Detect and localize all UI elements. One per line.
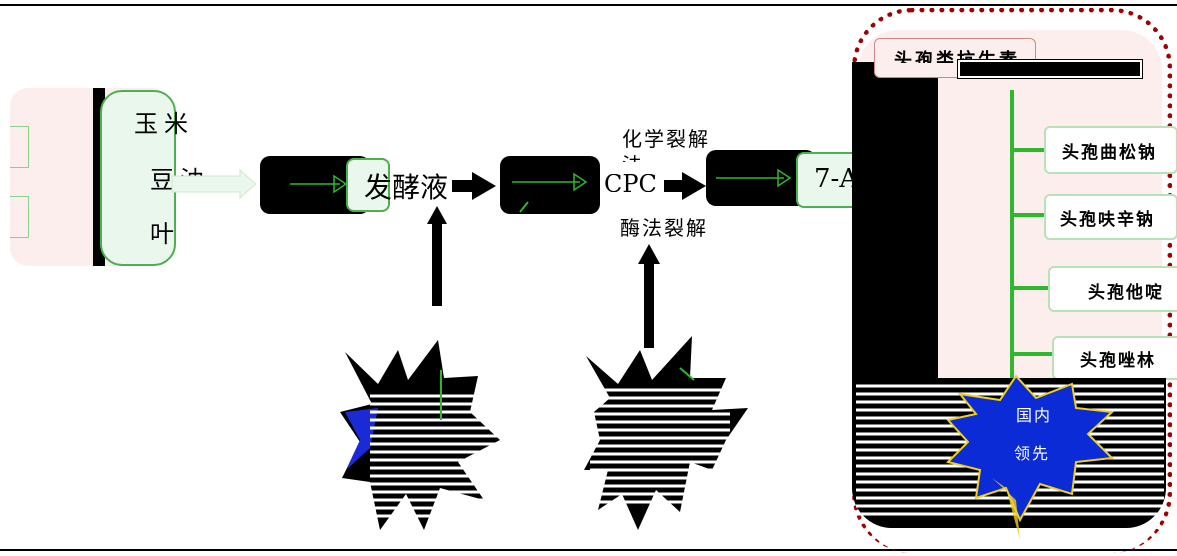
raw-materials-box: [100, 90, 176, 266]
bottom-rule: [0, 549, 1177, 551]
raw-material-leaf: 叶: [150, 220, 174, 248]
tree-trunk: [1010, 90, 1014, 380]
cpc-node: [500, 156, 600, 214]
cpc-label: CPC: [604, 170, 657, 198]
badge-starburst: [946, 374, 1115, 523]
panel-shadow: [852, 62, 938, 378]
top-rule: [0, 4, 1177, 6]
antibiotic-item-2: 头孢呋辛钠: [1060, 210, 1155, 230]
tree-branch-2: [1010, 213, 1046, 217]
tree-branch-4: [1010, 352, 1054, 356]
fermentation-label-box: [346, 158, 390, 212]
tree-branch-1: [1010, 148, 1046, 152]
tree-branch-3: [1010, 286, 1050, 290]
fermentation-label: 发酵液: [364, 171, 449, 204]
panel-title-underline: [957, 59, 1143, 79]
inputs-placeholder-box-1: [10, 126, 29, 168]
enzymatic-split-label: 酶法裂解: [620, 216, 708, 240]
panel-title: 头孢类抗生素: [894, 50, 1020, 71]
antibiotic-item-1: 头孢曲松钠: [1062, 143, 1157, 163]
chemical-split-label: 化学裂解法: [622, 127, 710, 162]
antibiotic-item-3: 头孢他啶: [1088, 283, 1164, 303]
raw-material-corn: 玉米: [134, 110, 194, 138]
badge-line-2: 领先: [1014, 444, 1051, 463]
badge-line-1: 国内: [1016, 406, 1053, 425]
antibiotic-item-1-box: [1044, 126, 1177, 174]
antibiotic-item-2-box: [1044, 194, 1177, 240]
inputs-placeholder-box-2: [10, 196, 29, 238]
antibiotic-item-3-box: [1048, 266, 1177, 312]
antibiotic-item-4: 头孢唑林: [1080, 351, 1156, 371]
